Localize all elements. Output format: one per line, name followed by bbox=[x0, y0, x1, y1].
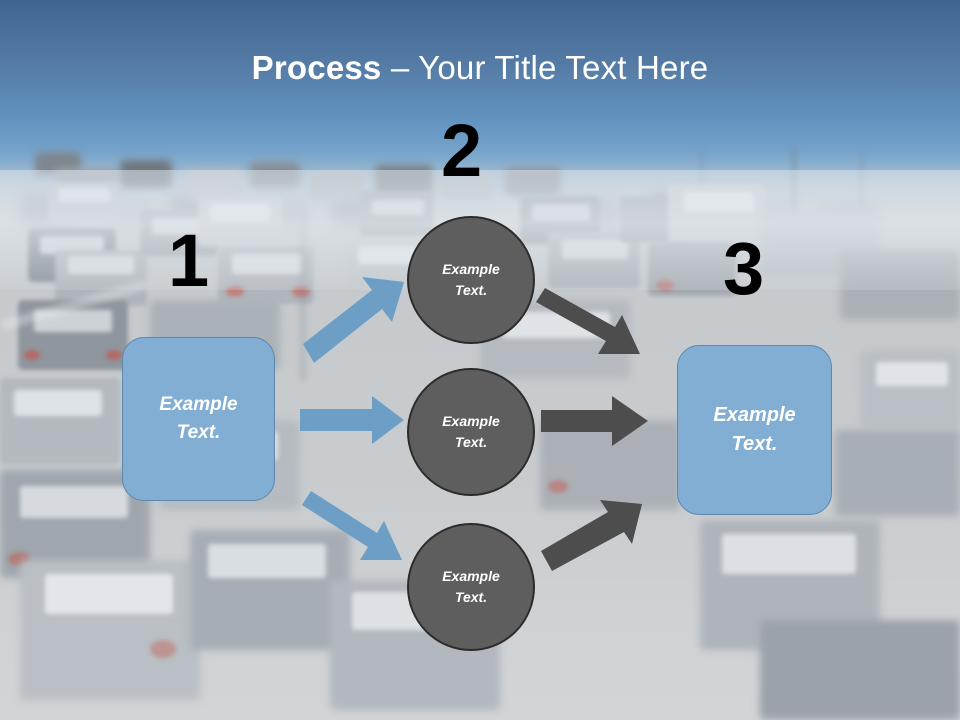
end-box-line-1: Example bbox=[713, 404, 796, 426]
step-number-1: 1 bbox=[168, 219, 210, 302]
process-circle-2-line-2: Text. bbox=[454, 434, 488, 450]
process-circle-1[interactable]: Example Text. bbox=[407, 216, 535, 344]
start-box-line-2: Text. bbox=[176, 422, 221, 443]
process-circle-2[interactable]: Example Text. bbox=[407, 368, 535, 496]
process-circle-1-line-2: Text. bbox=[454, 282, 488, 298]
process-circle-1-text: Example Text. bbox=[442, 259, 500, 301]
step-number-3: 3 bbox=[723, 227, 765, 310]
process-circle-3-text: Example Text. bbox=[442, 566, 500, 608]
end-box-text: Example Text. bbox=[713, 401, 795, 459]
start-box-line-1: Example bbox=[159, 394, 238, 416]
process-circle-1-line-1: Example bbox=[442, 261, 500, 277]
end-box-line-2: Text. bbox=[731, 433, 778, 455]
process-circle-2-text: Example Text. bbox=[442, 411, 500, 453]
start-box[interactable]: Example Text. bbox=[122, 337, 275, 501]
title-bold-part: Process bbox=[251, 49, 382, 86]
slide-title: Process – Your Title Text Here bbox=[0, 48, 960, 88]
end-box[interactable]: Example Text. bbox=[677, 345, 832, 515]
step-number-2: 2 bbox=[441, 109, 483, 192]
process-circle-2-line-1: Example bbox=[442, 413, 500, 429]
start-box-text: Example Text. bbox=[159, 391, 237, 446]
process-circle-3-line-2: Text. bbox=[454, 589, 488, 605]
process-circle-3-line-1: Example bbox=[442, 568, 500, 584]
process-circle-3[interactable]: Example Text. bbox=[407, 523, 535, 651]
title-rest-part: – Your Title Text Here bbox=[381, 49, 709, 86]
